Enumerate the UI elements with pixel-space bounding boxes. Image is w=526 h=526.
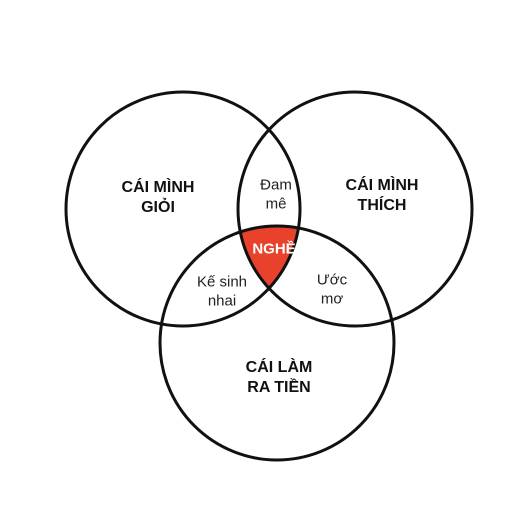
label-left-circle: CÁI MÌNH GIỎI: [122, 178, 195, 218]
label-left-line2: GIỎI: [141, 199, 175, 216]
label-center-core: NGHỀ: [252, 240, 296, 258]
label-right-line2: THÍCH: [357, 197, 407, 214]
label-left-right-overlap: Đam mê: [260, 176, 292, 214]
overlap-lr-line1: Đam: [260, 176, 292, 194]
overlap-rb-line1: Ước: [316, 271, 348, 289]
circle-right-outline: [236, 90, 474, 328]
label-bottom-line1: CÁI LÀM: [245, 359, 313, 376]
overlap-lb-line1: Kế sinh: [196, 273, 248, 291]
label-left-line1: CÁI MÌNH: [121, 179, 195, 196]
label-left-bottom-overlap: Kế sinh nhai: [197, 273, 247, 311]
circle-bottom-outline: [158, 224, 396, 462]
label-right-bottom-overlap: Ước mơ: [317, 271, 347, 309]
overlap-lb-line2: nhai: [207, 292, 237, 309]
label-right-line1: CÁI MÌNH: [345, 177, 419, 194]
label-bottom-circle: CÁI LÀM RA TIỀN: [246, 358, 313, 398]
circle-left-outline: [64, 90, 302, 328]
label-right-circle: CÁI MÌNH THÍCH: [346, 176, 419, 216]
overlap-lr-line2: mê: [265, 195, 287, 212]
overlap-rb-line2: mơ: [320, 290, 344, 307]
label-bottom-line2: RA TIỀN: [247, 379, 311, 396]
